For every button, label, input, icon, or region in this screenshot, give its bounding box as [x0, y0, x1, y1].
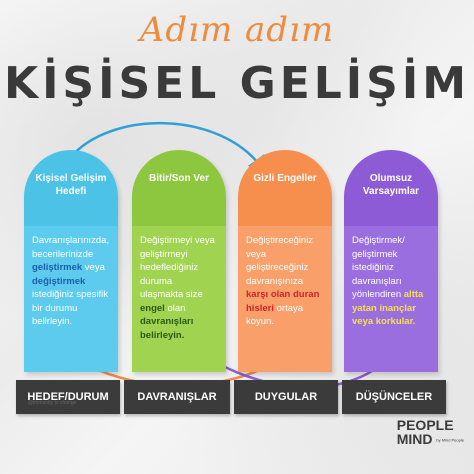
highlight-text: karşı olan duran hisleri	[246, 289, 320, 314]
brand-line1: PEOPLE	[396, 417, 454, 433]
body-text-segment: Değiştireceğiniz veya geliştireceğiniz d…	[246, 235, 314, 287]
body-text-segment: Değiştirmek/ geliştirmek istediğiniz dav…	[352, 235, 405, 300]
column-body: Değiştirmek/ geliştirmek istediğiniz dav…	[344, 226, 438, 372]
page-title: KİŞİSEL GELİŞİM	[3, 58, 471, 109]
body-text-segment: Değiştirmeyi veya geliştirmeyi hedefledi…	[140, 235, 215, 300]
column-head: Olumsuz Varsayımlar	[344, 150, 438, 226]
body-text-segment: ortaya koyun.	[246, 302, 304, 328]
column-body: Davranışlarınızda, becerilerinizde geliş…	[24, 226, 118, 372]
column-body-text: Değiştireceğiniz veya geliştireceğiniz d…	[238, 226, 332, 329]
column-duygu: Gizli Engeller Değiştireceğiniz veya gel…	[238, 150, 332, 372]
column-head-label: Bitir/Son Ver	[148, 173, 209, 184]
column-dusunce: Olumsuz Varsayımlar Değiştirmek/ gelişti…	[344, 150, 438, 372]
column-body: Değiştirmeyi veya geliştirmeyi hedefledi…	[132, 226, 226, 372]
column-head: Bitir/Son Ver	[132, 150, 226, 226]
highlight-text: engel	[140, 302, 165, 314]
column-body-text: Davranışlarınızda, becerilerinizde geliş…	[24, 226, 118, 329]
column-davranis: Bitir/Son Ver Değiştirmeyi veya geliştir…	[132, 150, 226, 372]
column-body-text: Değiştirmek/ geliştirmek istediğiniz dav…	[344, 226, 438, 329]
highlight-text: geliştirmek	[32, 262, 83, 273]
footer-dusunce: DÜŞÜNCELER	[342, 380, 446, 414]
footer-hedef: HEDEF/DURUM	[16, 380, 120, 414]
column-body-text: Değiştirmeyi veya geliştirmeyi hedefledi…	[132, 226, 226, 342]
highlight-text: davranışları belirleyin.	[140, 316, 194, 341]
brand-line2: MIND	[396, 431, 433, 447]
column-head: Kişisel Gelişim Hedefi	[24, 150, 118, 226]
column-head-label: Kişisel Gelişim Hedefi	[35, 173, 107, 197]
arrow-blue-hedef-to-duygu	[69, 122, 268, 177]
column-head-label: Gizli Engeller	[253, 173, 317, 184]
column-head-label: Olumsuz Varsayımlar	[362, 173, 420, 197]
column-head: Gizli Engeller	[238, 150, 332, 226]
body-text-segment: veya	[82, 262, 105, 273]
highlight-text: değiştirmek	[32, 275, 86, 287]
body-text-segment: istediğiniz spesifik bir durumu belirley…	[32, 289, 109, 327]
source-credit: @immunity to change	[28, 400, 77, 406]
body-text-segment: Davranışlarınızda, becerilerinizde	[32, 235, 110, 260]
brand-logo: PEOPLE MIND by Mind People	[397, 418, 464, 447]
footer-duygu: DUYGULAR	[234, 380, 338, 414]
column-body: Değiştireceğiniz veya geliştireceğiniz d…	[238, 226, 332, 372]
page-subtitle: Adım adım	[139, 10, 335, 50]
brand-tag: by Mind People	[436, 437, 464, 443]
highlight-text: altta yatan inançlar veya korkular.	[352, 289, 424, 327]
column-hedef: Kişisel Gelişim Hedefi Davranışlarınızda…	[24, 150, 118, 372]
body-text-segment: olan	[164, 302, 186, 314]
footer-davranis: DAVRANIŞLAR	[124, 380, 230, 414]
